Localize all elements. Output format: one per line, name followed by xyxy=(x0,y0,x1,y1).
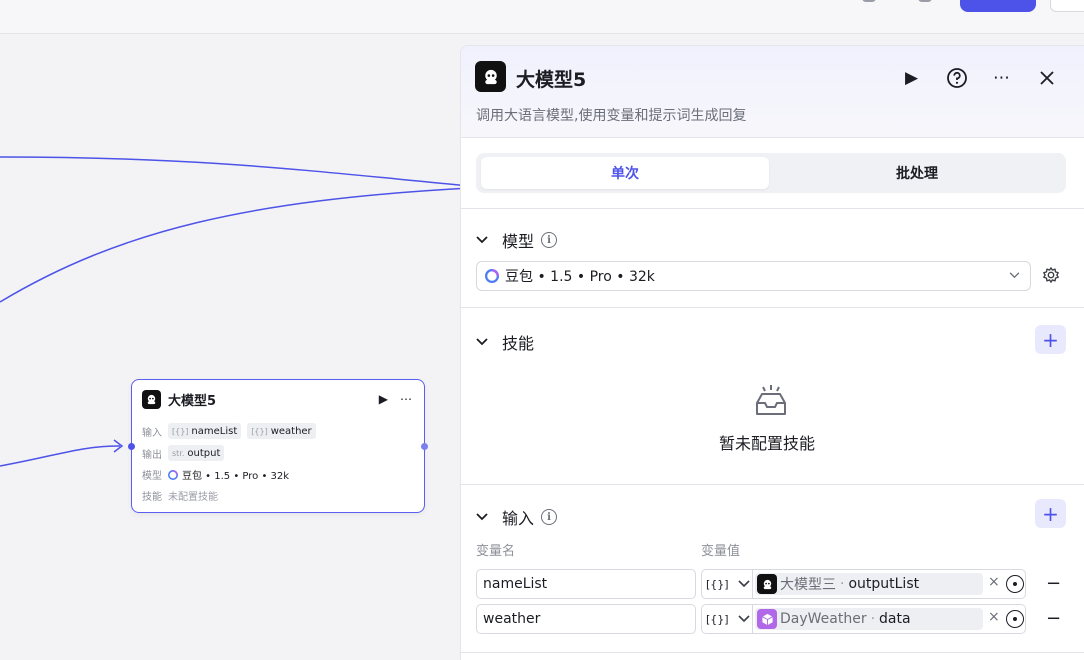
node-output-tag: str.output xyxy=(168,445,225,461)
node-input-label: 输入 xyxy=(142,427,162,439)
publish-button[interactable] xyxy=(960,0,1036,12)
input-section-title: 输入 xyxy=(502,509,535,528)
toolbar-icon[interactable] xyxy=(918,0,932,2)
variable-type-select[interactable]: [{}] xyxy=(701,604,753,634)
add-input-button[interactable]: + xyxy=(1035,499,1066,528)
run-icon[interactable]: ▶ xyxy=(904,67,919,88)
node-config-panel: 大模型5 调用大语言模型,使用变量和提示词生成回复 ▶ ⋯ 单次 批处理 模型 … xyxy=(460,45,1084,660)
gear-icon[interactable] xyxy=(1042,266,1062,286)
col-variable-value: 变量值 xyxy=(701,544,741,559)
add-skill-button[interactable]: + xyxy=(1035,325,1066,354)
reference-source: 大模型三 xyxy=(780,577,836,593)
edge-2 xyxy=(0,187,471,303)
node-skill-label: 技能 xyxy=(142,492,162,503)
edge-1 xyxy=(0,156,471,187)
doubao-logo-icon xyxy=(485,269,499,283)
chevron-down-icon[interactable] xyxy=(476,511,488,523)
doubao-logo-icon xyxy=(168,469,178,480)
node-skill-value: 未配置技能 xyxy=(168,492,218,503)
panel-description[interactable]: 调用大语言模型,使用变量和提示词生成回复 xyxy=(476,108,747,124)
variable-reference-field[interactable]: DayWeather · data × xyxy=(752,604,1026,634)
reference-source: DayWeather xyxy=(780,611,867,627)
col-variable-name: 变量名 xyxy=(476,544,516,559)
input-port[interactable] xyxy=(128,443,135,450)
reference-chip[interactable]: 大模型三 · outputList xyxy=(755,573,983,595)
top-toolbar xyxy=(0,0,1084,34)
empty-inbox-icon xyxy=(753,383,789,423)
llm-logo-icon xyxy=(142,390,161,409)
variable-type-select[interactable]: [{}] xyxy=(701,569,753,599)
panel-title[interactable]: 大模型5 xyxy=(516,69,587,91)
clear-icon[interactable]: × xyxy=(988,609,1000,625)
info-icon[interactable]: i xyxy=(541,232,558,248)
remove-row-button[interactable]: − xyxy=(1046,573,1062,594)
variable-reference-field[interactable]: 大模型三 · outputList × xyxy=(752,569,1026,599)
node-model-value: 豆包 • 1.5 • Pro • 32k xyxy=(182,471,290,482)
chevron-down-icon xyxy=(1009,269,1020,282)
model-select[interactable]: 豆包 • 1.5 • Pro • 32k xyxy=(476,261,1031,291)
close-icon[interactable] xyxy=(1034,65,1059,90)
chevron-down-icon xyxy=(738,613,750,626)
node-title: 大模型5 xyxy=(168,394,217,409)
toolbar-more-button[interactable] xyxy=(1050,0,1084,12)
model-select-value: 豆包 • 1.5 • Pro • 32k xyxy=(505,269,655,285)
plugin-cube-icon xyxy=(757,609,777,629)
toolbar-icon[interactable] xyxy=(862,0,876,2)
remove-row-button[interactable]: − xyxy=(1046,608,1062,629)
target-icon[interactable] xyxy=(1006,610,1024,628)
target-icon[interactable] xyxy=(1006,575,1024,593)
more-icon[interactable]: ⋯ xyxy=(993,67,1010,88)
tab-batch[interactable]: 批处理 xyxy=(896,166,938,182)
model-section-header[interactable]: 模型 i xyxy=(476,228,558,252)
tab-single[interactable]: 单次 xyxy=(481,157,769,189)
node-output-label: 输出 xyxy=(142,449,162,461)
divider xyxy=(461,484,1084,485)
reference-variable: data xyxy=(879,611,911,627)
divider xyxy=(461,652,1084,653)
skill-empty-text: 暂未配置技能 xyxy=(719,434,816,453)
help-icon[interactable] xyxy=(944,65,969,90)
mode-switch: 单次 批处理 xyxy=(476,153,1066,193)
output-port[interactable] xyxy=(421,443,428,450)
node-model-label: 模型 xyxy=(142,471,162,482)
llm-node-card[interactable]: 大模型5 ▶ ⋯ 输入 [{}]nameList [{}]weather 输出 … xyxy=(128,379,428,513)
chevron-down-icon xyxy=(738,578,750,591)
node-input-tag: [{}]nameList xyxy=(168,423,242,439)
divider xyxy=(461,307,1084,308)
llm-logo-icon xyxy=(475,61,506,92)
panel-header: 大模型5 调用大语言模型,使用变量和提示词生成回复 ▶ ⋯ xyxy=(461,46,1084,138)
edge-3 xyxy=(0,445,121,467)
skill-section-title: 技能 xyxy=(502,334,535,353)
info-icon[interactable]: i xyxy=(541,509,558,525)
node-input-tag: [{}]weather xyxy=(247,423,316,439)
skill-section-header[interactable]: 技能 xyxy=(476,330,534,354)
run-node-icon[interactable]: ▶ xyxy=(378,392,388,406)
node-more-icon[interactable]: ⋯ xyxy=(400,392,412,406)
llm-logo-icon xyxy=(757,574,777,594)
clear-icon[interactable]: × xyxy=(988,574,1000,590)
divider xyxy=(461,208,1084,209)
reference-chip[interactable]: DayWeather · data xyxy=(755,608,983,630)
variable-name-input[interactable]: nameList xyxy=(476,569,696,599)
variable-name-input[interactable]: weather xyxy=(476,604,696,634)
edge-arrow xyxy=(113,439,124,453)
input-section-header[interactable]: 输入 i xyxy=(476,505,558,529)
reference-variable: outputList xyxy=(848,576,920,592)
chevron-down-icon[interactable] xyxy=(476,336,488,348)
model-section-title: 模型 xyxy=(502,232,535,251)
chevron-down-icon[interactable] xyxy=(476,234,488,246)
